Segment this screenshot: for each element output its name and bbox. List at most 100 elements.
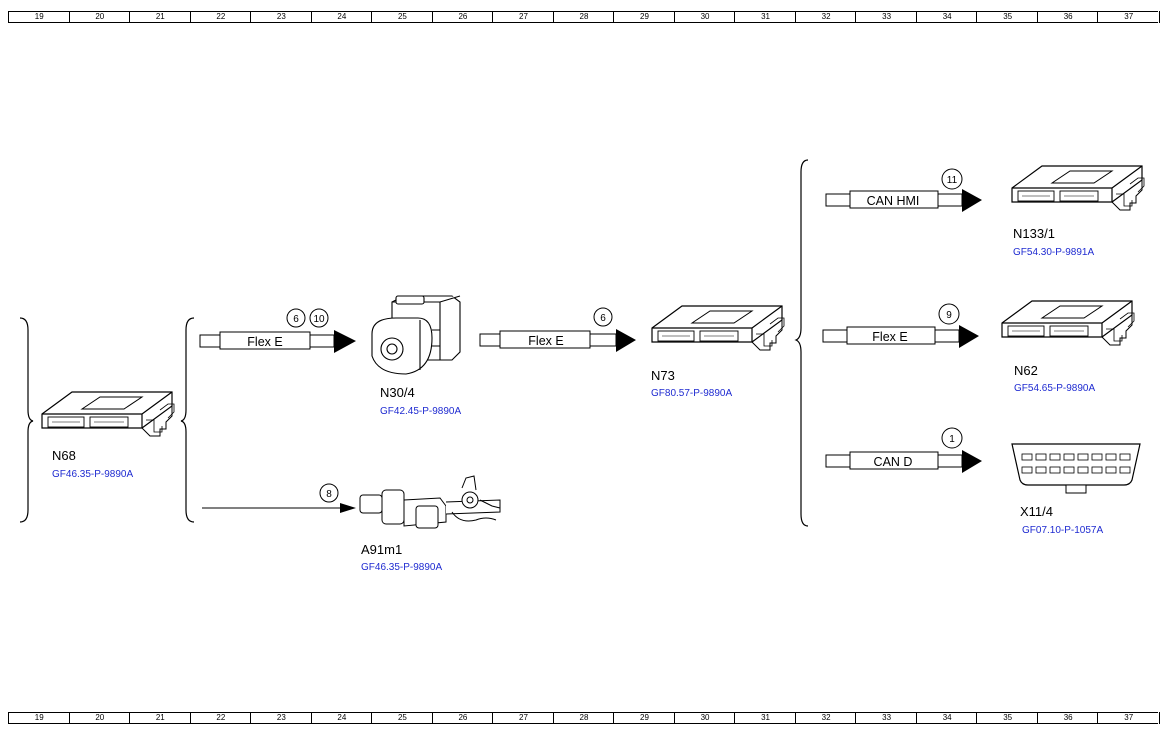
connector-pin xyxy=(1077,466,1089,474)
callout-number: 8 xyxy=(326,489,332,500)
callout-circle xyxy=(319,483,339,503)
component-name: N62 xyxy=(1014,363,1038,378)
ruler-column-label: 22 xyxy=(189,11,252,23)
ruler-column-label: 34 xyxy=(915,712,978,724)
ruler-column-label: 28 xyxy=(552,11,615,23)
ruler-column-label: 32 xyxy=(794,11,857,23)
callout-number: 6 xyxy=(293,314,299,325)
ruler-column-label: 25 xyxy=(371,712,433,724)
connector-pin xyxy=(1021,453,1033,461)
arrow-icon xyxy=(334,330,356,353)
callout-circle xyxy=(938,303,960,325)
ruler-column-label: 34 xyxy=(915,11,978,23)
ecu-module-icon xyxy=(1001,300,1135,346)
ruler-column-label: 31 xyxy=(734,712,796,724)
brace-middle xyxy=(180,317,195,523)
ruler-column-label: 33 xyxy=(855,11,917,23)
ruler-column-label: 21 xyxy=(129,712,191,724)
connector-pin xyxy=(1105,453,1117,461)
bus-label: CAN D xyxy=(874,455,913,469)
ruler-column-label: 36 xyxy=(1036,712,1099,724)
component-name: N30/4 xyxy=(380,385,415,400)
reference-link[interactable]: GF54.65-P-9890A xyxy=(1014,383,1095,394)
bus-label: CAN HMI xyxy=(867,194,920,208)
connector-pin xyxy=(1105,466,1117,474)
reference-link[interactable]: GF46.35-P-9890A xyxy=(52,469,133,480)
arrow-icon xyxy=(962,189,982,212)
connector-pin xyxy=(1063,453,1075,461)
ruler-column-label: 32 xyxy=(794,712,857,724)
connector-pin xyxy=(1119,453,1131,461)
bus-label: Flex E xyxy=(247,335,282,349)
ruler-column-label: 27 xyxy=(492,11,554,23)
ruler-column-label: 23 xyxy=(250,11,312,23)
callout-number: 6 xyxy=(600,313,606,324)
ruler-column-label: 19 xyxy=(8,11,70,23)
steering-motor-icon xyxy=(359,475,501,529)
component-a91m1[interactable]: A91m1 GF46.35-P-9890A xyxy=(359,475,501,573)
obd-connector-icon xyxy=(1011,443,1141,494)
ruler-column-label: 20 xyxy=(68,11,131,23)
component-n133-1[interactable]: N133/1 GF54.30-P-9891A xyxy=(1011,165,1145,258)
ruler-column-label: 33 xyxy=(855,712,917,724)
ruler-column-label: 29 xyxy=(613,11,675,23)
reference-link[interactable]: GF80.57-P-9890A xyxy=(651,388,732,399)
esp-unit-icon xyxy=(371,295,461,375)
reference-link[interactable]: GF46.35-P-9890A xyxy=(361,562,442,573)
brace-right xyxy=(794,159,809,527)
ruler-column-label: 25 xyxy=(371,11,433,23)
ruler-column-label: 27 xyxy=(492,712,554,724)
ruler-column-label: 26 xyxy=(431,11,494,23)
reference-link[interactable]: GF42.45-P-9890A xyxy=(380,406,461,417)
ruler-column-label: 24 xyxy=(310,11,373,23)
arrow-icon xyxy=(962,450,982,473)
reference-link[interactable]: GF07.10-P-1057A xyxy=(1022,525,1103,536)
callout-number: 9 xyxy=(946,310,952,321)
connector-pin xyxy=(1035,453,1047,461)
brace-left xyxy=(19,317,34,523)
component-name: N73 xyxy=(651,368,675,383)
connector-pin xyxy=(1035,466,1047,474)
ruler-column-label: 37 xyxy=(1097,11,1160,23)
connector-pin xyxy=(1077,453,1089,461)
arrow-icon xyxy=(959,325,979,348)
ruler-column-label: 26 xyxy=(431,712,494,724)
ruler-column-label: 29 xyxy=(613,712,675,724)
component-n68[interactable]: N68 GF46.35-P-9890A xyxy=(41,391,175,480)
ecu-module-icon xyxy=(651,305,785,351)
connector-pin xyxy=(1091,466,1103,474)
ruler-column-label: 30 xyxy=(673,712,736,724)
connector-pin xyxy=(1063,466,1075,474)
connector-pin xyxy=(1021,466,1033,474)
ruler-column-label: 35 xyxy=(976,712,1038,724)
ruler-column-label: 20 xyxy=(68,712,131,724)
callout-circle xyxy=(286,308,306,328)
callout-circle xyxy=(309,308,329,328)
callout-number: 10 xyxy=(313,314,325,325)
callout-number: 1 xyxy=(949,434,955,445)
connector-pin xyxy=(1049,466,1061,474)
ruler-column-label: 28 xyxy=(552,712,615,724)
callout-circle xyxy=(593,307,613,327)
reference-link[interactable]: GF54.30-P-9891A xyxy=(1013,247,1094,258)
connection-n30-4-n73: Flex E 6 xyxy=(479,307,636,352)
component-name: X11/4 xyxy=(1020,504,1053,519)
ruler-column-label: 37 xyxy=(1097,712,1160,724)
component-name: N133/1 xyxy=(1013,226,1055,241)
component-n73[interactable]: N73 GF80.57-P-9890A xyxy=(651,305,785,399)
component-x11-4[interactable]: X11/4 GF07.10-P-1057A xyxy=(1011,443,1141,536)
ruler-column-label: 24 xyxy=(310,712,373,724)
connection-n68-a91m1: 8 xyxy=(202,483,356,513)
component-n62[interactable]: N62 GF54.65-P-9890A xyxy=(1001,300,1135,394)
component-name: N68 xyxy=(52,448,76,463)
component-n30-4[interactable]: N30/4 GF42.45-P-9890A xyxy=(371,295,461,417)
ruler-column-label: 19 xyxy=(8,712,70,724)
connection-n73-x11-4: CAN D 1 xyxy=(825,427,982,473)
connector-pin xyxy=(1091,453,1103,461)
ruler-column-label: 21 xyxy=(129,11,191,23)
arrow-icon xyxy=(340,503,356,513)
connection-n68-n30-4: Flex E 6 10 xyxy=(199,308,356,353)
